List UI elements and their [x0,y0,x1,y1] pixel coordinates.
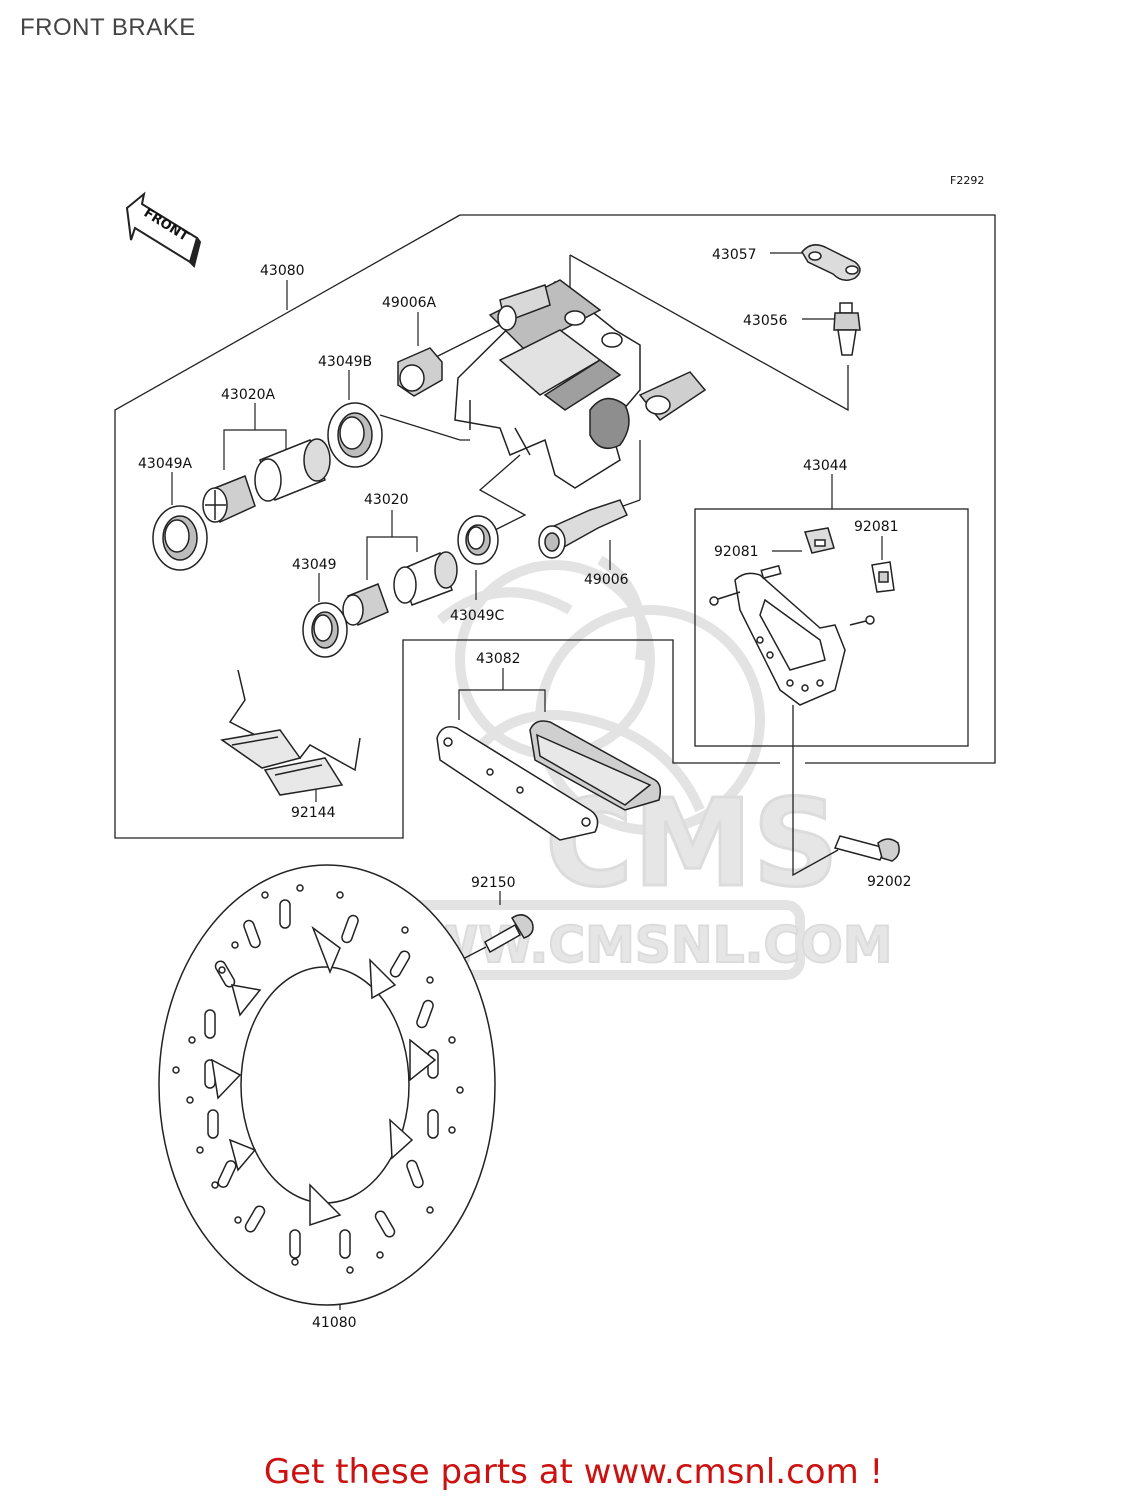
label-43056[interactable]: 43056 [743,313,788,329]
label-92144[interactable]: 92144 [291,805,336,821]
seal-43049b [327,402,383,468]
pads-43082 [436,720,662,841]
bracket-43044 [709,564,875,706]
label-43049b[interactable]: 43049B [318,354,372,370]
watermark-logo-text: CMS [545,775,839,914]
label-43044[interactable]: 43044 [803,458,848,474]
springs-92144 [220,669,361,796]
label-92081-right[interactable]: 92081 [854,519,899,535]
bolt-92150 [484,914,534,954]
label-43049c[interactable]: 43049C [450,608,505,624]
boot-49006a [397,347,443,397]
bolt-92002 [833,835,900,862]
label-41080[interactable]: 41080 [312,1315,357,1331]
pin-49006 [538,499,629,559]
label-92150[interactable]: 92150 [471,875,516,891]
seal-43049 [302,602,348,658]
label-43080[interactable]: 43080 [260,263,305,279]
seal-43049c [457,515,499,565]
piston-43020 [342,551,458,627]
diagram-code: F2292 [950,174,984,187]
label-43020a[interactable]: 43020A [221,387,276,403]
leader-lines [171,252,883,905]
label-43057[interactable]: 43057 [712,247,757,263]
cap-43057 [801,244,861,281]
clip-92081-left [804,527,835,554]
page-title: FRONT BRAKE [20,14,196,41]
seal-43049a [152,505,208,571]
label-92081-left[interactable]: 92081 [714,544,759,560]
label-43082[interactable]: 43082 [476,651,521,667]
caliper-body [454,279,707,489]
label-43020[interactable]: 43020 [364,492,409,508]
clip-92081-right [871,561,895,593]
bleeder-43056 [833,302,861,356]
label-43049a[interactable]: 43049A [138,456,193,472]
assembly-outline [114,214,996,1310]
label-49006a[interactable]: 49006A [382,295,437,311]
footer-shop-link[interactable]: Get these parts at www.cmsnl.com ! [263,1452,884,1492]
brake-disc-41080 [158,864,496,1306]
label-49006[interactable]: 49006 [584,572,629,588]
piston-43020a [202,438,331,524]
parts-diagram: CMS WWW.CMSNL.COM F2292 FRONT [114,174,996,1331]
label-43049[interactable]: 43049 [292,557,337,573]
label-92002[interactable]: 92002 [867,874,912,890]
front-arrow-icon [125,191,202,268]
